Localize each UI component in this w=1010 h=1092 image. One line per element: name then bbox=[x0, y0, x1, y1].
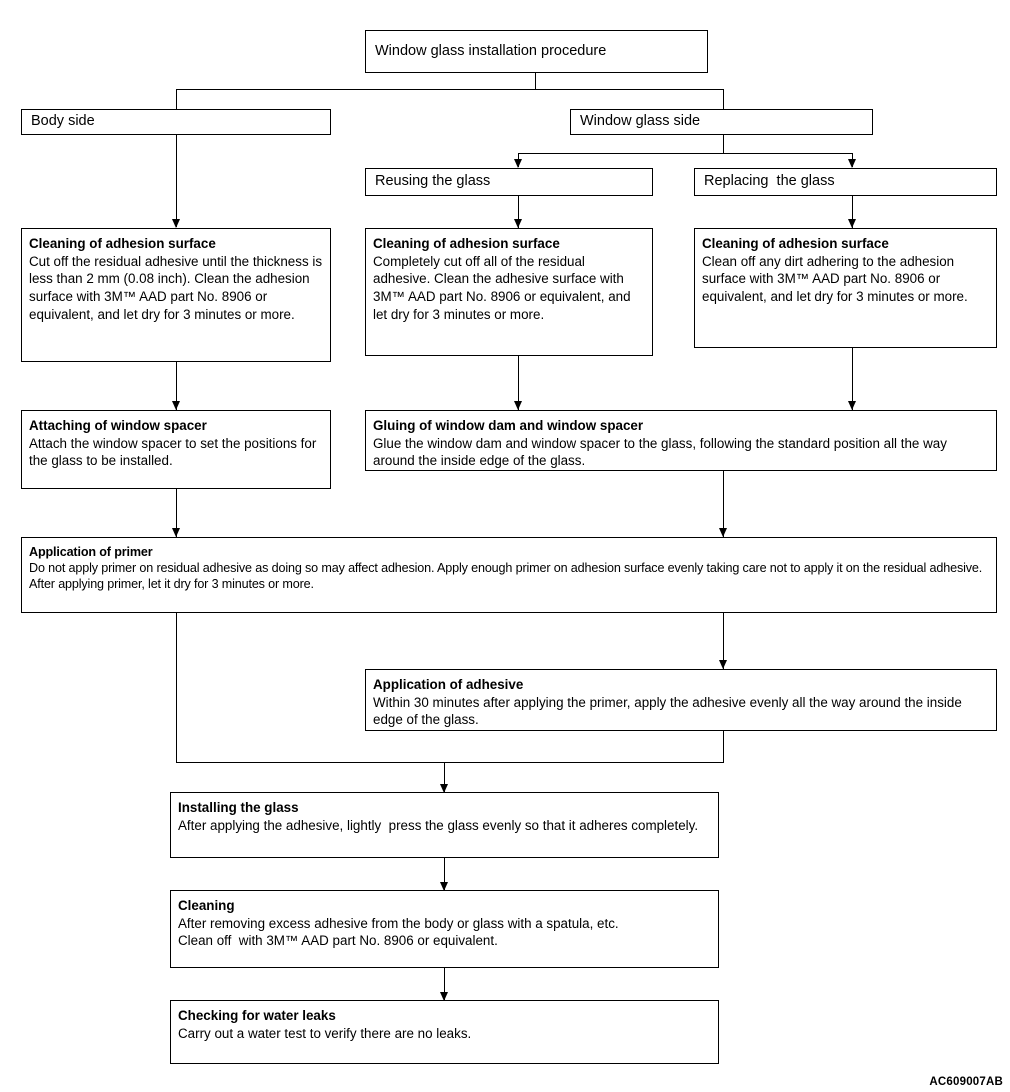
node-installing-the-glass-title: Installing the glass bbox=[178, 800, 299, 815]
node-gluing-window-dam[interactable]: Gluing of window dam and window spacer G… bbox=[365, 410, 997, 471]
node-attaching-window-spacer-body: Attach the window spacer to set the posi… bbox=[29, 435, 321, 469]
node-installing-the-glass-body: After applying the adhesive, lightly pre… bbox=[178, 817, 699, 833]
node-application-of-adhesive[interactable]: Application of adhesive Within 30 minute… bbox=[365, 669, 997, 731]
node-cleaning-body-side-body: Cut off the residual adhesive until the … bbox=[29, 253, 326, 322]
connector-body-side-down bbox=[176, 109, 177, 227]
connector-root-down bbox=[535, 73, 536, 90]
connector-replacing-down bbox=[852, 196, 853, 228]
node-glass-side[interactable]: Window glass side bbox=[570, 109, 873, 135]
node-application-of-adhesive-title: Application of adhesive bbox=[373, 677, 524, 692]
node-cleaning-body-side-title: Cleaning of adhesion surface bbox=[29, 236, 216, 251]
figure-code: AC609007AB bbox=[929, 1076, 1003, 1088]
arrow-replacing-to-clean bbox=[847, 219, 856, 228]
connector-installing-down bbox=[444, 858, 445, 890]
node-cleaning[interactable]: Cleaning After removing excess adhesive … bbox=[170, 890, 719, 968]
arrow-to-replacing bbox=[847, 159, 856, 168]
node-reusing-glass-label: Reusing the glass bbox=[375, 173, 491, 190]
connector-primer-left-down bbox=[176, 613, 177, 763]
connector-top-bar bbox=[176, 89, 724, 90]
node-cleaning-body: After removing excess adhesive from the … bbox=[178, 915, 619, 949]
node-body-side[interactable]: Body side bbox=[21, 109, 331, 135]
arrow-primer-to-adhesive bbox=[718, 660, 727, 669]
node-cleaning-reusing-body: Completely cut off all of the residual a… bbox=[373, 253, 635, 322]
arrow-installing-to-cleaning bbox=[439, 882, 448, 891]
node-replacing-glass-label: Replacing the glass bbox=[704, 173, 835, 190]
arrow-body-side-to-clean bbox=[171, 219, 180, 228]
node-cleaning-replacing-title: Cleaning of adhesion surface bbox=[702, 236, 889, 251]
connector-to-glass-side bbox=[723, 89, 724, 109]
node-installing-the-glass[interactable]: Installing the glass After applying the … bbox=[170, 792, 719, 858]
node-attaching-window-spacer-title: Attaching of window spacer bbox=[29, 418, 207, 433]
node-cleaning-reusing[interactable]: Cleaning of adhesion surface Completely … bbox=[365, 228, 653, 356]
connector-attach-down bbox=[176, 489, 177, 537]
node-application-of-adhesive-body: Within 30 minutes after applying the pri… bbox=[373, 694, 966, 728]
connector-cleanreuse-down bbox=[518, 356, 519, 410]
node-checking-water-leaks-body: Carry out a water test to verify there a… bbox=[178, 1025, 472, 1041]
node-checking-water-leaks[interactable]: Checking for water leaks Carry out a wat… bbox=[170, 1000, 719, 1064]
node-application-of-primer[interactable]: Application of primer Do not apply prime… bbox=[21, 537, 997, 613]
connector-merge-bar bbox=[176, 762, 724, 763]
arrow-cleanreplace-to-gluing bbox=[847, 401, 856, 410]
node-attaching-window-spacer[interactable]: Attaching of window spacer Attach the wi… bbox=[21, 410, 331, 489]
arrow-gluing-to-primer bbox=[718, 528, 727, 537]
node-checking-water-leaks-title: Checking for water leaks bbox=[178, 1008, 336, 1023]
node-reusing-glass[interactable]: Reusing the glass bbox=[365, 168, 653, 196]
node-glass-side-label: Window glass side bbox=[580, 113, 701, 130]
node-cleaning-replacing-body: Clean off any dirt adhering to the adhes… bbox=[702, 253, 968, 305]
connector-cleaning-down bbox=[444, 968, 445, 1000]
connector-adhesive-down bbox=[723, 731, 724, 763]
node-application-of-primer-title: Application of primer bbox=[29, 545, 153, 559]
node-gluing-window-dam-title: Gluing of window dam and window spacer bbox=[373, 418, 644, 433]
node-root-label: Window glass installation procedure bbox=[375, 42, 607, 59]
connector-glass-side-down bbox=[723, 135, 724, 153]
arrow-cleaning-to-water bbox=[439, 992, 448, 1001]
node-gluing-window-dam-body: Glue the window dam and window spacer to… bbox=[373, 435, 951, 469]
node-cleaning-body-side[interactable]: Cleaning of adhesion surface Cut off the… bbox=[21, 228, 331, 362]
node-application-of-primer-body: Do not apply primer on residual adhesive… bbox=[29, 561, 985, 592]
connector-cleanbody-down bbox=[176, 362, 177, 410]
connector-cleanreplace-down bbox=[852, 348, 853, 410]
node-replacing-glass[interactable]: Replacing the glass bbox=[694, 168, 997, 196]
arrow-to-reusing bbox=[513, 159, 522, 168]
connector-primer-right-down bbox=[723, 613, 724, 669]
arrow-reusing-to-clean bbox=[513, 219, 522, 228]
arrow-attach-to-primer bbox=[171, 528, 180, 537]
node-cleaning-reusing-title: Cleaning of adhesion surface bbox=[373, 236, 560, 251]
node-root[interactable]: Window glass installation procedure bbox=[365, 30, 708, 73]
connector-to-body-side bbox=[176, 89, 177, 109]
connector-merge-down bbox=[444, 762, 445, 792]
connector-glass-split-bar bbox=[518, 153, 852, 154]
arrow-merge-to-installing bbox=[439, 784, 448, 793]
connector-reusing-down bbox=[518, 196, 519, 228]
node-cleaning-title: Cleaning bbox=[178, 898, 235, 913]
node-body-side-label: Body side bbox=[31, 113, 95, 130]
arrow-cleanreuse-to-gluing bbox=[513, 401, 522, 410]
connector-gluing-down bbox=[723, 471, 724, 537]
node-cleaning-replacing[interactable]: Cleaning of adhesion surface Clean off a… bbox=[694, 228, 997, 348]
arrow-cleanbody-to-attach bbox=[171, 401, 180, 410]
